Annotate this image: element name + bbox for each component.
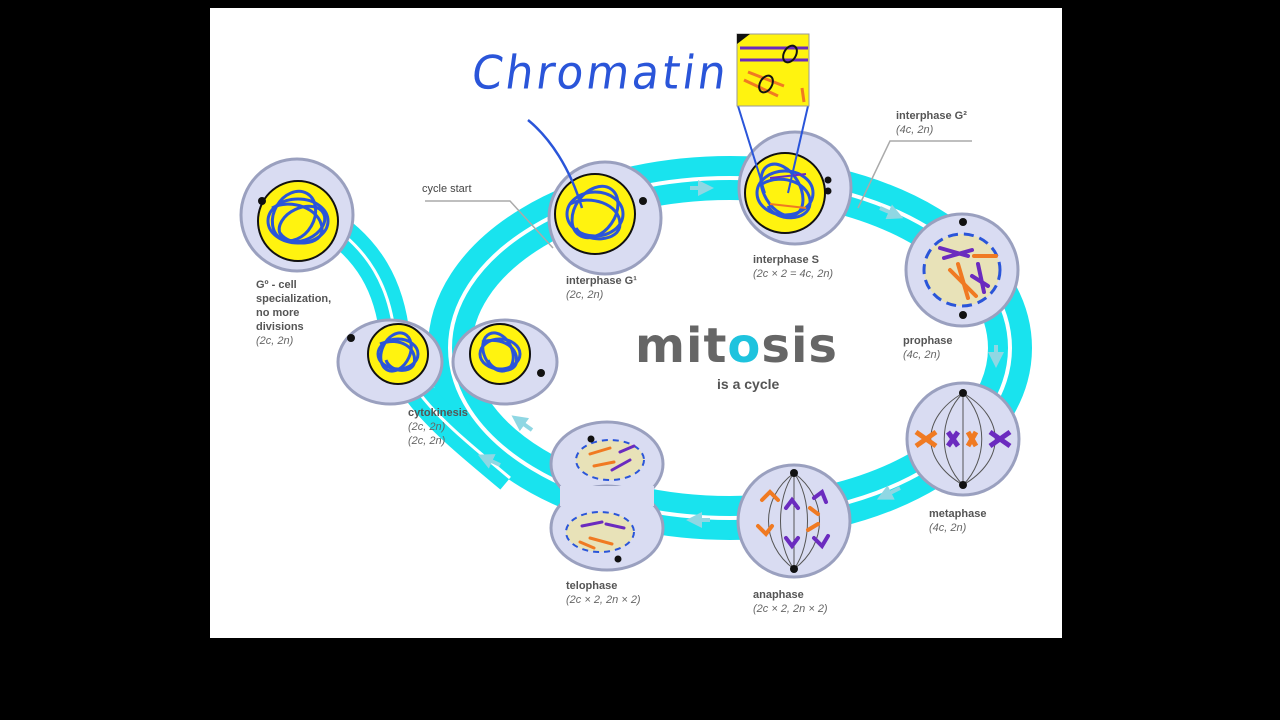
chromatin-pointer-ink xyxy=(527,119,584,209)
cell-cytokinesis-right xyxy=(451,318,559,406)
diagram-subtitle: is a cycle xyxy=(717,376,780,392)
cell-anaphase xyxy=(736,463,852,579)
cell-interphase-g1 xyxy=(547,160,663,276)
label-cytokinesis: cytokinesis(2c, 2n)(2c, 2n) xyxy=(408,407,468,447)
diagram-canvas: Chromatin mitosis is a cycle cycle start… xyxy=(210,8,1062,638)
zoom-inset xyxy=(736,33,810,194)
cycle-start-label: cycle start xyxy=(422,183,472,195)
cell-prophase xyxy=(904,212,1020,328)
cell-interphase-s xyxy=(737,130,853,246)
mitosis-cycle-diagram xyxy=(239,33,1032,579)
label-interphase-s: interphase S(2c × 2 = 4c, 2n) xyxy=(753,254,834,280)
label-telophase: telophase(2c × 2, 2n × 2) xyxy=(566,580,641,606)
cell-g0 xyxy=(239,157,355,273)
cell-telophase xyxy=(549,420,665,572)
label-anaphase: anaphase(2c × 2, 2n × 2) xyxy=(753,589,828,615)
label-prophase: prophase(4c, 2n) xyxy=(903,335,953,361)
label-leader-lines xyxy=(425,140,972,249)
label-interphase-g2: interphase G²(4c, 2n) xyxy=(896,110,967,136)
label-interphase-g1: interphase G¹(2c, 2n) xyxy=(566,275,637,301)
cell-cytokinesis-left xyxy=(336,318,444,406)
handwritten-chromatin-annotation: Chromatin xyxy=(468,46,733,101)
label-metaphase: metaphase(4c, 2n) xyxy=(929,508,987,534)
diagram-title: mitosis xyxy=(635,318,838,374)
cell-metaphase xyxy=(905,381,1021,497)
